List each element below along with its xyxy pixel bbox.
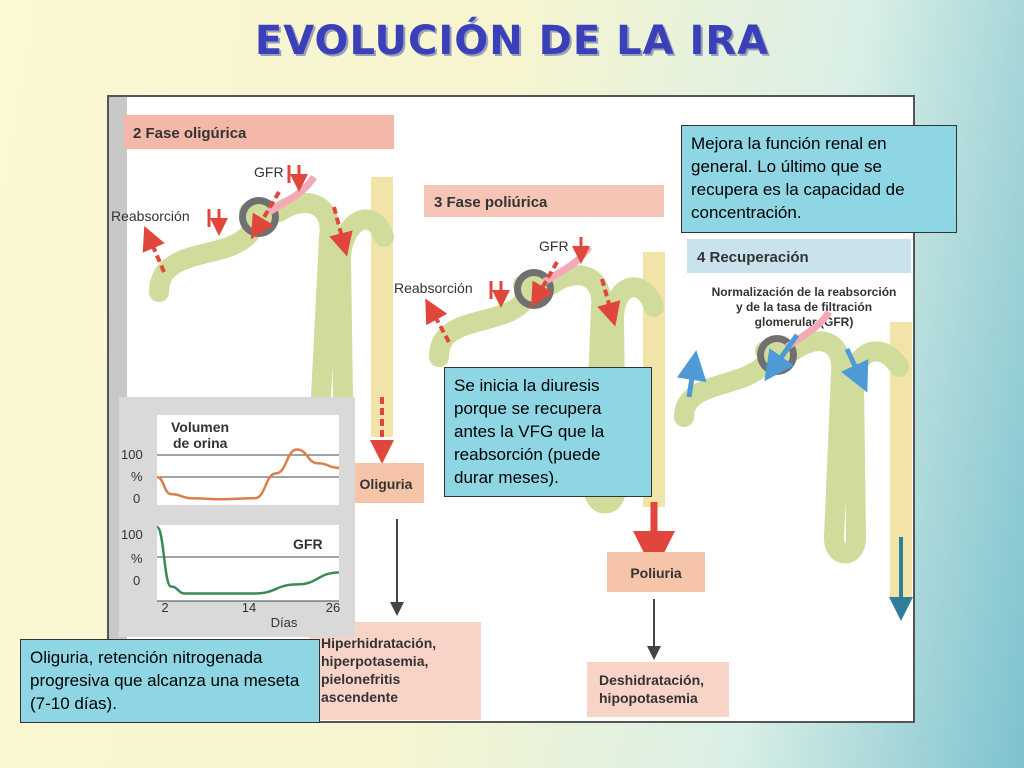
oliguria-consequences-box <box>309 622 481 720</box>
urine-label-2: de orina <box>173 435 228 451</box>
urine-y-top: 100 <box>121 447 143 462</box>
phase2-title: 2 Fase oligúrica <box>133 125 247 142</box>
nephron-polyuric: GFR Reabsorción <box>394 237 675 573</box>
recovery-desc-1: Normalización de la reabsorción <box>712 285 897 299</box>
x-axis-label: Días <box>271 615 298 630</box>
poliuria-consequence-1: Deshidratación, <box>599 672 704 688</box>
phase2-band <box>124 115 394 149</box>
tubule-1 <box>149 192 394 422</box>
urine-plot-area <box>157 415 339 505</box>
note-polyuric: Se inicia la diuresis porque se recupera… <box>444 367 652 497</box>
phase3-band <box>424 185 664 217</box>
poliuria-label: Poliuria <box>630 565 682 581</box>
poliuria-box <box>607 552 705 592</box>
x-tick-14: 14 <box>242 600 256 615</box>
note-oliguric: Oliguria, retención nitrogenada progresi… <box>20 639 320 723</box>
oliguria-consequence-2: hiperpotasemia, <box>321 653 428 669</box>
oliguria-consequence-4: ascendente <box>321 689 398 705</box>
phase4-band <box>687 239 911 273</box>
gfr-y-top: 100 <box>121 527 143 542</box>
poliuria-consequences-box <box>587 662 729 717</box>
gfr-arrow-1 <box>250 190 281 240</box>
oliguria-box <box>349 463 424 503</box>
gfr-line <box>155 525 340 595</box>
oliguria-consequence-1: Hiperhidratación, <box>321 635 436 651</box>
phase3-title: 3 Fase poliúrica <box>434 194 548 211</box>
urine-volume-line <box>156 448 340 501</box>
slide-title: EVOLUCIÓN DE LA IRA <box>254 18 770 64</box>
note-recovery: Mejora la función renal en general. Lo ú… <box>681 125 957 233</box>
gfr-label-2: GFR <box>539 238 569 254</box>
poliuria-consequence-2: hipopotasemia <box>599 690 698 706</box>
oliguria-consequence-3: pielonefritis <box>321 671 401 687</box>
urine-y-unit: % <box>131 469 143 484</box>
gfr-label-1: GFR <box>254 164 284 180</box>
reabsorption-label-1: Reabsorción <box>111 208 190 224</box>
gfr-plot-area <box>157 525 339 601</box>
urine-label-1: Volumen <box>171 419 229 435</box>
gfr-y-unit: % <box>131 551 143 566</box>
tubule-3 <box>674 331 909 564</box>
graphs-panel: Volumen de orina 100 % 0 GFR 100 % 0 2 1… <box>119 397 355 637</box>
gfr-graph-label: GFR <box>293 536 323 552</box>
reabsorption-arrow-1 <box>142 225 166 273</box>
nephron-oliguric: GFR Reabsorción <box>111 164 394 464</box>
recovery-desc-3: glomerular (GFR) <box>755 315 854 329</box>
x-tick-26: 26 <box>326 600 340 615</box>
gfr-y-bottom: 0 <box>133 573 140 588</box>
oliguria-label: Oliguria <box>360 476 413 492</box>
x-tick-2: 2 <box>161 600 168 615</box>
recovery-desc-2: y de la tasa de filtración <box>736 300 872 314</box>
phase4-title: 4 Recuperación <box>697 249 809 266</box>
reabsorption-label-2: Reabsorción <box>394 280 473 296</box>
urine-y-bottom: 0 <box>133 491 140 506</box>
nephron-recovery: Normalización de la reabsorción y de la … <box>674 285 913 621</box>
